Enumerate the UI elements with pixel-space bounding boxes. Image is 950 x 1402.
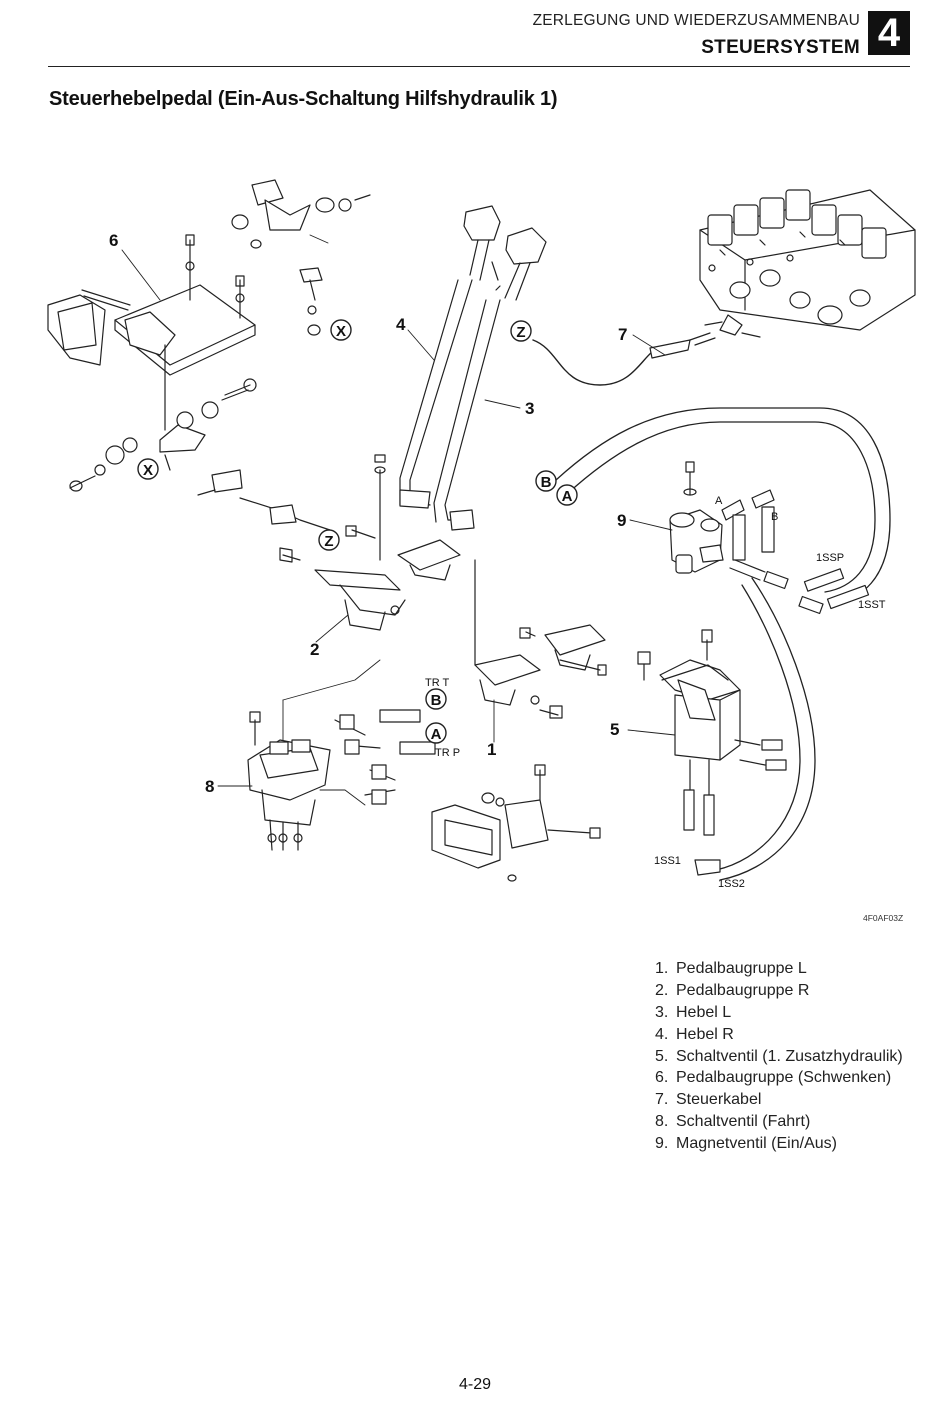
legend-item: 6.Pedalbaugruppe (Schwenken) — [655, 1069, 892, 1087]
port-label-a: A — [715, 495, 723, 507]
callout-8: 8 — [205, 777, 214, 796]
svg-text:X: X — [336, 323, 346, 340]
svg-text:B: B — [431, 692, 442, 709]
solenoid-valve-drawing — [669, 461, 870, 615]
port-label-1ss2: 1SS2 — [718, 878, 745, 890]
marker-a-hose: A — [556, 484, 578, 506]
svg-text:Z: Z — [516, 324, 525, 341]
bracket-drawing — [431, 764, 601, 882]
callout-2: 2 — [310, 640, 319, 659]
control-cable-drawing — [532, 314, 761, 386]
marker-b-hose: B — [535, 470, 557, 492]
callout-3: 3 — [525, 399, 534, 418]
legend-item: 1.Pedalbaugruppe L — [655, 960, 807, 977]
svg-text:X: X — [143, 462, 153, 479]
swing-pedal-assembly-drawing — [47, 179, 371, 531]
port-label-1sst: 1SST — [858, 599, 886, 611]
header-section: ZERLEGUNG UND WIEDERZUSAMMENBAU — [532, 12, 860, 29]
port-label-trp: TR P — [435, 747, 460, 759]
hydraulic-hoses-drawing — [555, 407, 891, 881]
legend-item: 3.Hebel L — [655, 1003, 732, 1021]
marker-b-valve8: B — [425, 688, 447, 710]
svg-text:A: A — [562, 488, 573, 505]
leader-lines — [121, 234, 676, 806]
svg-text:Z: Z — [324, 533, 333, 550]
page-title: Steuerhebelpedal (Ein-Aus-Schaltung Hilf… — [49, 88, 558, 110]
main-control-valve-drawing — [699, 189, 916, 331]
callout-7: 7 — [618, 325, 627, 344]
legend-item: 8.Schaltventil (Fahrt) — [655, 1113, 811, 1131]
pedal-assembly-l-drawing — [474, 559, 607, 719]
legend-item: 4.Hebel R — [655, 1025, 734, 1043]
svg-text:B: B — [541, 474, 552, 491]
port-label-1ss1: 1SS1 — [654, 855, 681, 867]
figure-code: 4F0AF03Z — [863, 913, 904, 923]
port-label-trt: TR T — [425, 677, 450, 689]
header-rule — [48, 66, 910, 67]
callout-5: 5 — [610, 720, 619, 739]
marker-x-top: X — [330, 319, 352, 341]
pedal-assembly-r-drawing — [279, 454, 461, 631]
callout-9: 9 — [617, 511, 626, 530]
switch-valve-aux-drawing — [637, 629, 787, 876]
marker-z-top: Z — [510, 320, 532, 342]
switch-valve-travel-drawing — [247, 709, 436, 851]
legend-item: 9.Magnetventil (Ein/Aus) — [655, 1135, 837, 1153]
chapter-badge: 4 — [868, 11, 910, 55]
port-label-1ssp: 1SSP — [816, 552, 844, 564]
header-subsection: STEUERSYSTEM — [701, 37, 860, 58]
svg-text:A: A — [431, 726, 442, 743]
control-levers-drawing — [399, 205, 547, 531]
legend-item: 5.Schaltventil (1. Zusatzhydraulik) — [655, 1047, 903, 1065]
port-label-b: B — [771, 511, 778, 523]
page-number: 4-29 — [458, 1376, 492, 1393]
marker-a-valve8: A — [425, 722, 447, 744]
marker-z-cable: Z — [318, 529, 340, 551]
marker-x-left: X — [137, 458, 159, 480]
parts-legend: 1.Pedalbaugruppe L 2.Pedalbaugruppe R 3.… — [655, 958, 903, 1155]
callout-4: 4 — [396, 315, 406, 334]
legend-item: 7.Steuerkabel — [655, 1091, 762, 1109]
legend-item: 2.Pedalbaugruppe R — [655, 981, 810, 999]
callout-6: 6 — [109, 231, 118, 250]
callout-1: 1 — [487, 740, 496, 759]
